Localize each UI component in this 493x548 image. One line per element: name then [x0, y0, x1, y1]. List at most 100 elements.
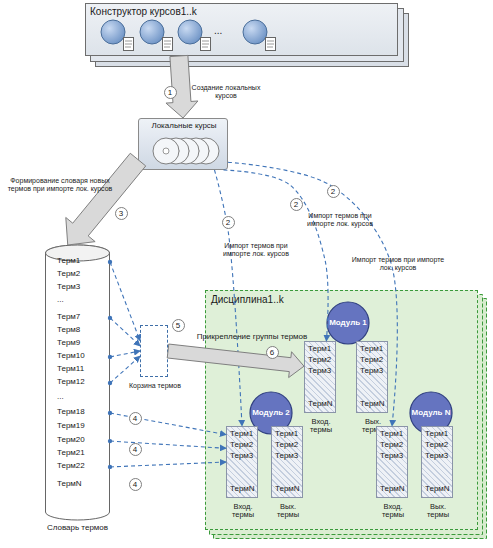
document-icon: [124, 38, 134, 51]
callout-number: 2: [327, 185, 340, 198]
term-list: Терм1Терм2Терм3ТермNВых. термы: [271, 426, 303, 498]
callout-number: 4: [129, 412, 142, 425]
term-item: Терм2: [308, 356, 331, 365]
dashed-arrow: [110, 356, 140, 383]
term-item: Терм12: [57, 378, 85, 387]
dashed-arrow: [215, 170, 243, 426]
term-list: Терм1Терм2Терм3ТермNВых. термы: [356, 341, 388, 413]
term-list: Терм1Терм2Терм3ТермNВход. термы: [226, 426, 258, 498]
callout-number: 4: [129, 443, 142, 456]
node-title: Терм1: [230, 430, 253, 439]
term-item: ТермN: [230, 485, 255, 494]
store-caption: Словарь термов: [33, 524, 122, 533]
edge-label: Формирование словаря новых термов при им…: [4, 177, 116, 193]
term-item: ТермN: [308, 400, 333, 409]
edge-label: Прикрепление группы термов: [186, 332, 318, 341]
node-title: Корзина термов: [119, 382, 191, 390]
block-arrow: [167, 344, 304, 378]
edge-label: Импорт термов при импорте лок. курсов: [300, 212, 380, 228]
disc-icon: [153, 138, 179, 164]
edge-start-dot: [108, 439, 112, 443]
dashed-arrow: [110, 441, 226, 448]
edge-start-dot: [108, 411, 112, 415]
module-disc: [327, 302, 369, 344]
edge-start-dot: [108, 260, 112, 264]
disc-hole: [183, 148, 189, 154]
term-item: Терм2: [360, 356, 383, 365]
node-title: Терм1: [57, 257, 80, 266]
callout-number: 3: [115, 207, 128, 220]
term-item: ...: [57, 393, 64, 402]
module-icon: [101, 20, 125, 44]
node-title: Дисциплина1..k: [211, 294, 284, 305]
dashed-arrow: [110, 462, 226, 467]
term-item: Терм3: [57, 283, 80, 292]
term-item: ТермN: [380, 485, 405, 494]
term-item: Терм19: [57, 422, 85, 431]
list-caption: Вход. термы: [301, 418, 341, 435]
term-item: ТермN: [275, 485, 300, 494]
term-item: ТермN: [425, 485, 450, 494]
term-item: Терм20: [57, 436, 85, 445]
disc-hole: [173, 148, 179, 154]
module-icon: [140, 20, 164, 44]
edge-label: Импорт термов при импорте лок. курсов: [348, 256, 448, 272]
list-caption: Вых. термы: [268, 503, 308, 520]
term-item: Терм22: [57, 462, 85, 471]
disc-hole: [163, 148, 169, 154]
dashed-arrow: [228, 162, 397, 426]
term-item: Терм2: [230, 441, 253, 450]
term-item: Терм2: [425, 441, 448, 450]
module-icon: [243, 20, 267, 44]
ellipsis-mark: ...: [214, 26, 222, 36]
term-item: Терм8: [57, 326, 80, 335]
term-item: Терм21: [57, 449, 85, 458]
term-item: ТермN: [360, 400, 385, 409]
term-item: Терм10: [57, 352, 85, 361]
discipline-frame: Дисциплина1..kМодуль 1Терм1Терм2Терм3Тер…: [205, 290, 478, 530]
list-caption: Вход. термы: [223, 503, 263, 520]
document-lines: [125, 41, 132, 47]
dictionary-cylinder: Терм1Терм2Терм3... Терм7Терм8Терм9Терм10Т…: [45, 245, 110, 520]
term-item: ...: [57, 296, 64, 305]
disc-icon: [193, 138, 219, 164]
document-lines: [202, 41, 209, 47]
edge-start-dot: [108, 465, 112, 469]
callout-number: 6: [266, 346, 279, 359]
document-lines: [164, 41, 171, 47]
term-item: Терм2: [380, 441, 403, 450]
dashed-arrow: [110, 318, 140, 346]
term-item: Терм2: [57, 270, 80, 279]
dashed-arrow: [110, 262, 140, 341]
dashed-arrow: [110, 351, 140, 357]
term-item: Терм7: [57, 313, 80, 322]
edge-start-dot: [108, 355, 112, 359]
term-list: Терм1Терм2Терм3ТермNВход. термы: [304, 341, 336, 413]
term-item: Терм3: [360, 367, 383, 376]
term-item: Терм18: [57, 408, 85, 417]
node-title: Терм1: [360, 345, 383, 354]
node-title: Терм1: [425, 430, 448, 439]
list-caption: Вых. термы: [418, 503, 458, 520]
disc-hole: [193, 148, 199, 154]
disc-hole: [203, 148, 209, 154]
term-list: Терм1Терм2Терм3ТермNВых. термы: [421, 426, 453, 498]
tool-panel: Конструктор курсов1..k: [85, 3, 398, 56]
term-item: Терм3: [308, 367, 331, 376]
module-icon: [178, 20, 202, 44]
callout-number: 2: [222, 216, 235, 229]
document-icon: [201, 38, 211, 51]
term-item: Терм3: [230, 452, 253, 461]
callout-number: 4: [129, 478, 142, 491]
term-item: ТермN: [57, 480, 82, 489]
term-list: Терм1Терм2Терм3ТермNВход. термы: [376, 426, 408, 498]
term-item: Терм9: [57, 339, 80, 348]
edge-start-dot: [108, 381, 112, 385]
callout-number: 2: [290, 198, 303, 211]
term-item: Терм2: [275, 441, 298, 450]
edge-label: Импорт термов при импорте лок. курсов: [210, 242, 302, 258]
term-item: Терм3: [425, 452, 448, 461]
dashed-arrow: [110, 413, 226, 435]
node-title: Локальные курсы: [139, 122, 229, 131]
